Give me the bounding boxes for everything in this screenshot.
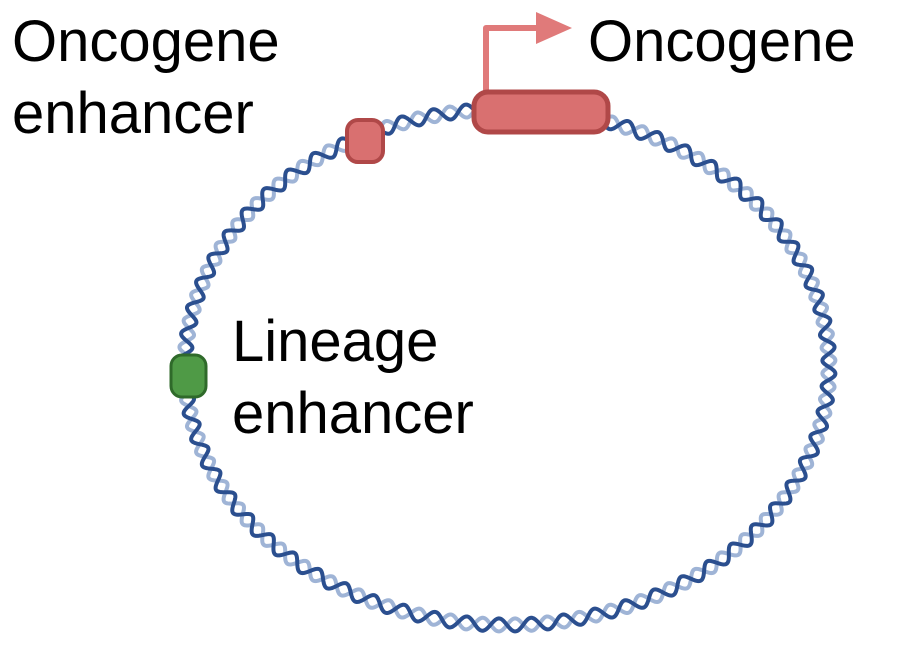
promoter-arrow-icon <box>483 12 572 100</box>
oncogene-enhancer-label: Oncogene enhancer <box>12 6 280 150</box>
lineage-enhancer-label-line2: enhancer <box>232 381 474 446</box>
oncogene-gene-box <box>471 89 611 135</box>
lineage-enhancer-label: Lineage enhancer <box>232 306 474 450</box>
oncogene-label: Oncogene <box>588 6 856 78</box>
oncogene-enhancer-box <box>345 118 385 164</box>
oncogene-enhancer-label-line2: enhancer <box>12 81 254 146</box>
lineage-enhancer-box <box>169 353 208 399</box>
lineage-enhancer-label-line1: Lineage <box>232 309 439 374</box>
oncogene-enhancer-label-line1: Oncogene <box>12 9 280 74</box>
oncogene-label-text: Oncogene <box>588 9 856 74</box>
